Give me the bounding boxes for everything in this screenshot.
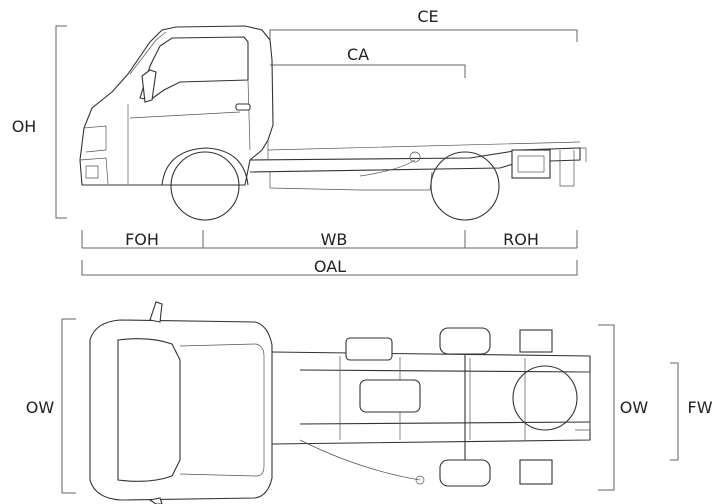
side-window [139,36,249,101]
ce-label: CE [417,7,438,26]
cab-roof [179,343,265,477]
rear-lamp-right [519,459,553,485]
rear-wheel [430,151,500,221]
fog-lamp [85,165,99,179]
windshield-edge [129,31,167,75]
rear-wheel-right [439,459,491,487]
ow-left-dimension-line [61,318,76,494]
ow-left-label: OW [26,398,55,417]
fw-label: FW [687,398,712,417]
exhaust-top [299,439,421,481]
front-wheel-arch [161,147,249,186]
rear-frame-end-top [575,371,591,431]
cab-outline [79,25,274,186]
spare-tire [512,365,578,431]
mirror [141,69,157,103]
door-handle [235,103,251,111]
frame-top-line [267,140,581,160]
oal-dimension-line [81,260,578,276]
ca-label: CA [347,45,369,64]
filler-cap [409,151,421,163]
cab-top-outline [89,319,273,501]
rear-frame-end [559,147,587,187]
front-wheel [170,151,240,221]
fuel-tank [359,379,421,413]
truck-top-view [89,301,591,504]
mirror-left [149,301,163,323]
front-bumper [79,157,109,185]
oh-dimension-line [55,25,67,219]
rear-lamp-left [519,329,553,353]
door-crease [129,111,241,119]
top-view-dimensions: OW OW FW [26,318,713,494]
rear-wheel-left [439,327,491,355]
rear-plate [517,155,545,173]
fw-dimension-line [670,362,679,461]
foh-label: FOH [125,230,159,249]
ow-right-label: OW [620,398,649,417]
ow-right-dimension-line [598,324,615,491]
exhaust-pipe [359,159,416,177]
ce-dimension-line [269,29,578,42]
mirror-right [148,497,163,504]
headlamp [83,125,107,153]
exhaust-tip [415,475,425,485]
chassis-rail-lower [299,421,591,425]
side-view-dimensions: CE CA OH FOH WB ROH OAL [12,7,578,276]
ca-dimension-line [270,64,466,78]
wb-label: WB [321,230,348,249]
chassis-rail-upper [299,369,591,373]
oal-label: OAL [314,257,346,276]
underbody-tank [269,171,433,191]
battery-box [345,337,393,361]
oh-label: OH [12,117,37,136]
roh-label: ROH [503,230,539,249]
windshield-top [117,338,181,482]
chassis-frame [249,147,581,173]
door-rear-line [247,79,251,151]
truck-side-view [79,25,587,221]
